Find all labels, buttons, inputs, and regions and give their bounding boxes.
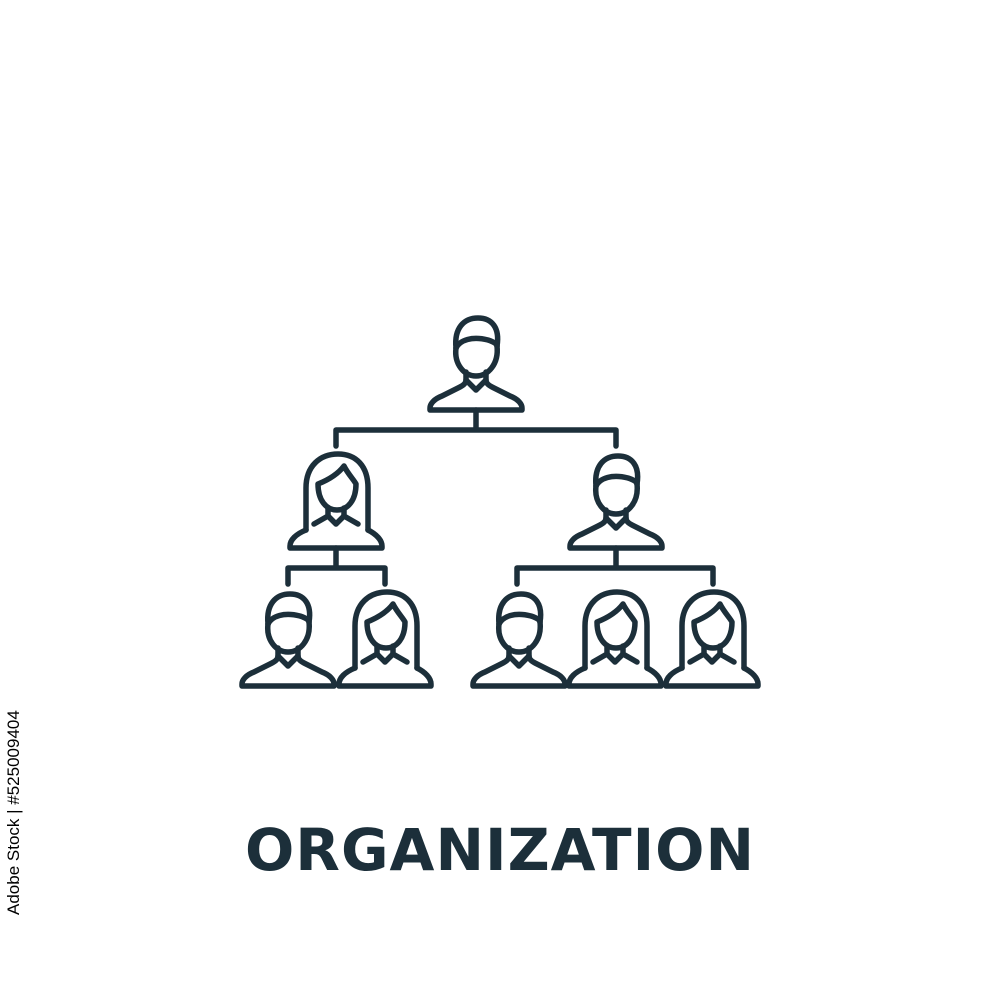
person-middle-right-icon — [570, 456, 662, 548]
person-top-icon — [430, 318, 522, 410]
people-group — [242, 318, 758, 686]
hierarchy-connectors — [285, 407, 716, 587]
person-bottom-1-icon — [242, 594, 334, 686]
person-bottom-4-icon — [569, 592, 661, 686]
person-middle-left-icon — [290, 454, 382, 548]
stock-id-text: Adobe Stock | #525009404 — [4, 710, 23, 915]
person-bottom-2-icon — [339, 592, 431, 686]
icon-caption: ORGANIZATION — [244, 816, 755, 884]
person-bottom-3-icon — [473, 594, 565, 686]
person-bottom-5-icon — [666, 592, 758, 686]
